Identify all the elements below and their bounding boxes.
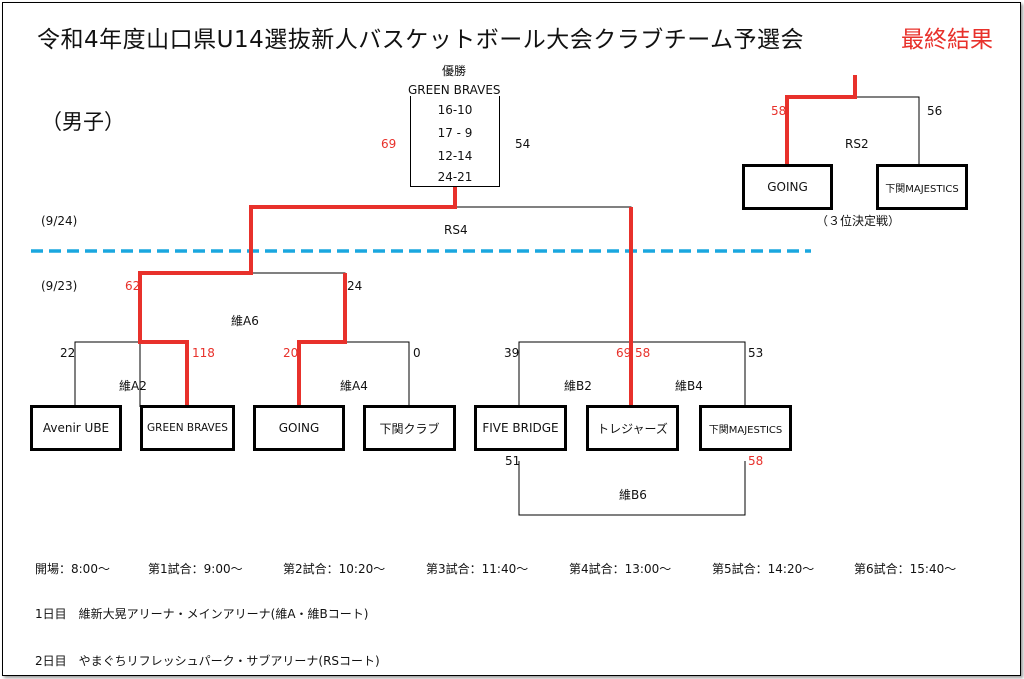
page-title: 令和4年度山口県U14選抜新人バスケットボール大会クラブチーム予選会 xyxy=(37,27,805,53)
final-result-label: 最終結果 xyxy=(901,27,993,53)
date-day1: (9/23) xyxy=(41,279,78,293)
winner-path-third-place xyxy=(785,75,857,166)
schedule-game-4: 第4試合：13:00～ xyxy=(569,562,672,576)
team-box-majestics-third: 下関MAJESTICS xyxy=(876,164,968,210)
champion-team: GREEN BRAVES xyxy=(408,83,501,97)
b4-court-label: 維B4 xyxy=(675,379,703,393)
b6-score-left: 51 xyxy=(505,454,521,468)
final-score-right: 54 xyxy=(515,137,531,151)
schedule-open: 開場：8:00～ xyxy=(35,562,110,576)
b6-court-label: 維B6 xyxy=(619,488,647,502)
team-box-majestics: 下関MAJESTICS xyxy=(699,405,792,451)
bracket-line-a4 xyxy=(298,341,410,407)
b4-score-left: 58 xyxy=(635,346,651,360)
bracket-line-rs2 xyxy=(786,96,920,166)
team-box-going-third: GOING xyxy=(742,164,833,210)
team-box-five-bridge: FIVE BRIDGE xyxy=(474,405,567,451)
champion-score-box: 16-10 17 - 9 12-14 24-21 xyxy=(410,96,500,187)
team-box-going: GOING xyxy=(253,405,345,451)
bracket-line-a2 xyxy=(74,341,188,407)
venue-day1: 1日目 維新大晃アリーナ・メインアリーナ(維A・維Bコート) xyxy=(35,607,369,621)
a2-score-right: 118 xyxy=(192,346,215,360)
b2-score-right: 69 xyxy=(616,346,632,360)
winner-path-going xyxy=(297,273,347,407)
bracket-line-b6 xyxy=(518,461,746,516)
third-place-label: （３位決定戦） xyxy=(816,214,901,228)
a4-score-right: 0 xyxy=(413,346,421,360)
date-day2: (9/24) xyxy=(41,214,78,228)
third-place-court-label: RS2 xyxy=(845,137,869,151)
third-place-score-right: 56 xyxy=(927,104,943,118)
final-score-left: 69 xyxy=(381,137,397,151)
quarter-1-score: 16-10 xyxy=(437,103,473,117)
quarter-4-score: 24-21 xyxy=(437,170,473,184)
quarter-2-score: 17 - 9 xyxy=(437,126,473,140)
b6-score-right: 58 xyxy=(748,454,764,468)
team-box-avenir-ube: Avenir UBE xyxy=(30,405,122,451)
a6-score-right: 24 xyxy=(347,279,363,293)
champion-label: 優勝 xyxy=(442,64,467,78)
a4-court-label: 維A4 xyxy=(340,379,368,393)
team-box-green-braves: GREEN BRAVES xyxy=(140,405,235,451)
quarter-3-score: 12-14 xyxy=(437,149,473,163)
schedule-game-6: 第6試合：15:40～ xyxy=(854,562,957,576)
schedule-game-2: 第2試合：10:20～ xyxy=(283,562,386,576)
a2-court-label: 維A2 xyxy=(119,379,147,393)
venue-day2: 2日目 やまぐちリフレッシュパーク・サブアリーナ(RSコート) xyxy=(35,654,380,668)
schedule-game-5: 第5試合：14:20～ xyxy=(712,562,815,576)
final-court-label: RS4 xyxy=(444,223,468,237)
schedule-game-3: 第3試合：11:40～ xyxy=(426,562,529,576)
team-box-treasures: トレジャーズ xyxy=(586,405,679,451)
winner-path-green-braves xyxy=(138,185,457,407)
a2-score-left: 22 xyxy=(60,346,76,360)
bracket-lines xyxy=(31,75,920,516)
b2-score-left: 39 xyxy=(504,346,520,360)
division-label: （男子） xyxy=(41,110,125,134)
team-box-shimonoseki-club: 下関クラブ xyxy=(363,405,456,451)
third-place-score-left: 58 xyxy=(771,104,787,118)
b4-score-right: 53 xyxy=(748,346,764,360)
a6-court-label: 維A6 xyxy=(231,314,259,328)
b2-court-label: 維B2 xyxy=(564,379,592,393)
schedule-game-1: 第1試合：9:00～ xyxy=(148,562,243,576)
a4-score-left: 20 xyxy=(283,346,299,360)
a6-score-left: 62 xyxy=(125,279,141,293)
